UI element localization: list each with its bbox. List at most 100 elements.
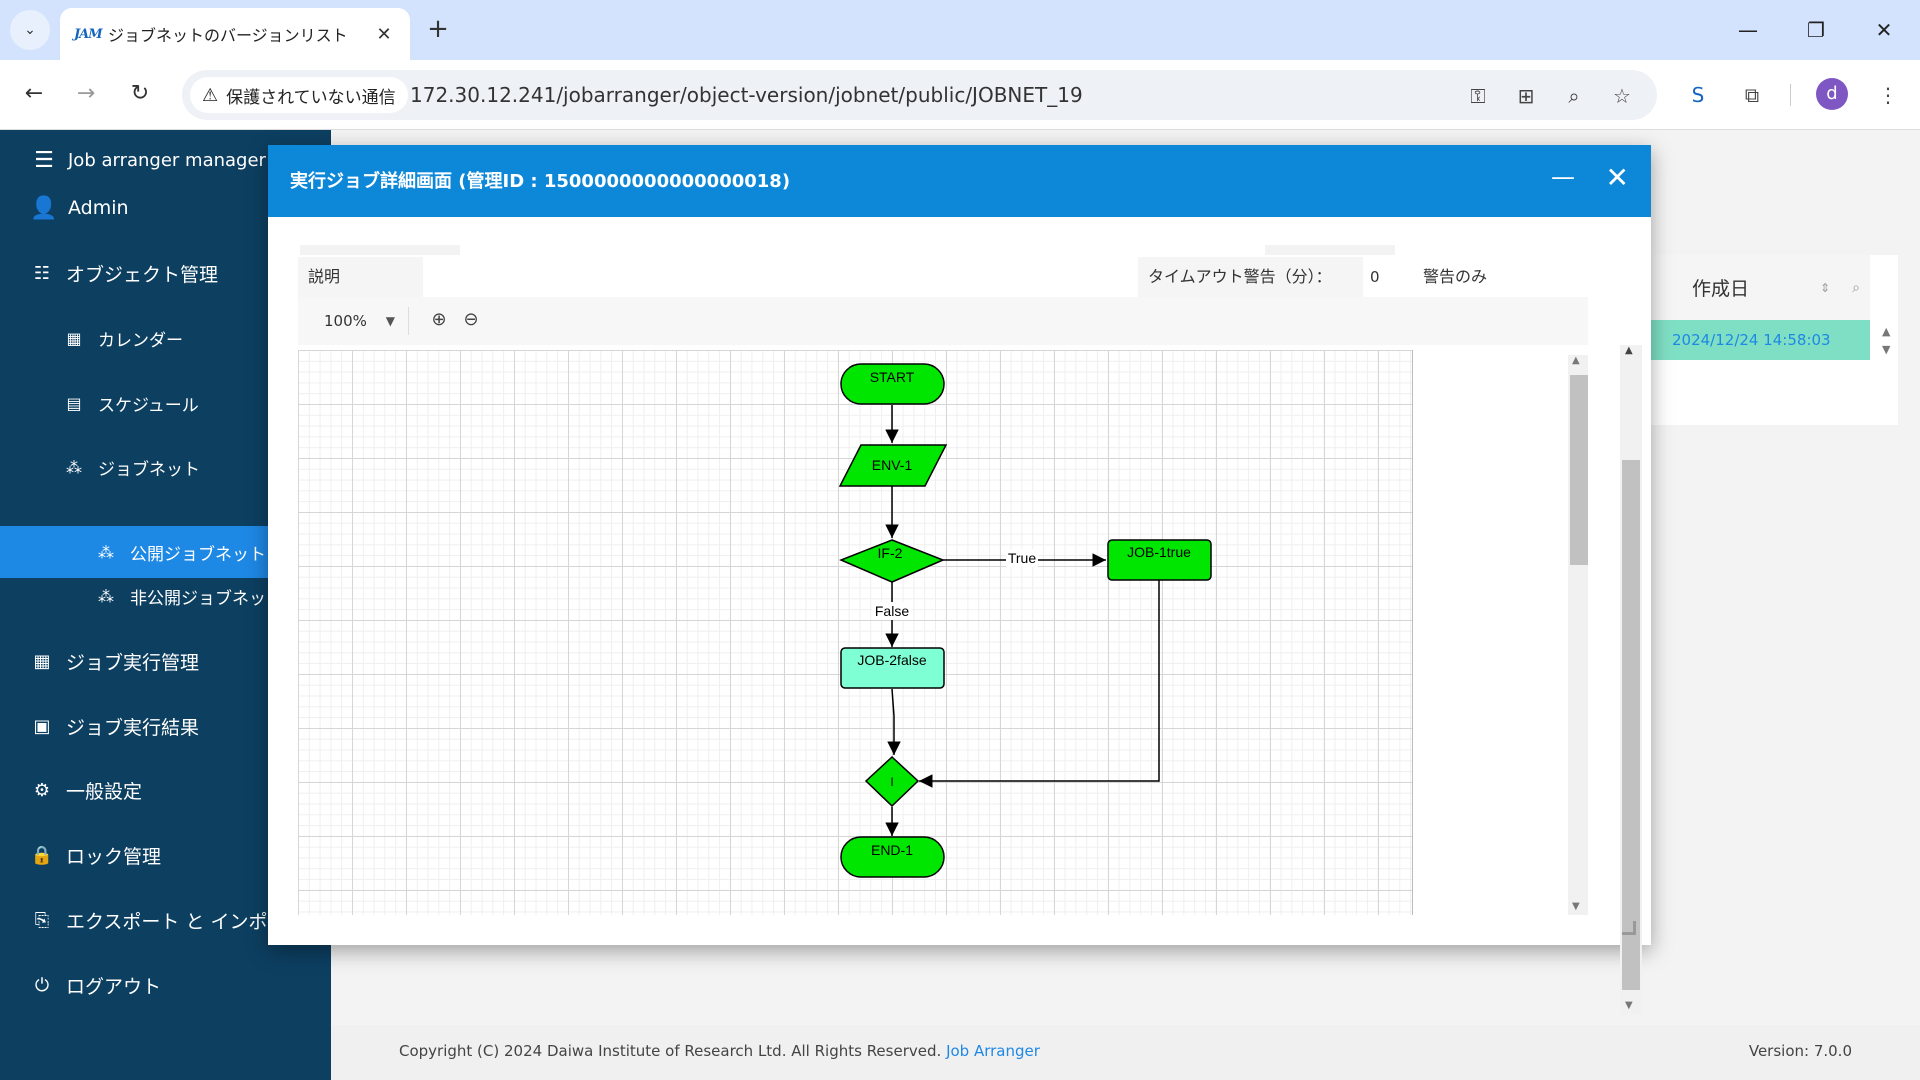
sidebar-item-label: ジョブ実行結果 xyxy=(66,716,200,739)
filter-search-icon[interactable]: ⌕ xyxy=(1852,279,1860,296)
flow-canvas[interactable]: True False START ENV-1 IF-2 xyxy=(298,350,1413,915)
dialog-header[interactable]: 実行ジョブ詳細画面 (管理ID : 1500000000000000018) —… xyxy=(268,145,1651,217)
extension-s-icon[interactable]: S xyxy=(1691,83,1705,107)
sidebar-item-private-jobnet[interactable]: ⁂ 非公開ジョブネット xyxy=(0,566,331,626)
jam-favicon-icon: JAM xyxy=(74,26,103,42)
dialog-scrollbar[interactable]: ▲ ▼ xyxy=(1620,345,1642,1015)
column-header-label: 作成日 xyxy=(1692,278,1750,300)
sidebar-item-jobnet[interactable]: ⁂ ジョブネット xyxy=(0,437,331,497)
canvas-scrollbar[interactable]: ▲ ▼ xyxy=(1568,355,1588,915)
sidebar-item-export-import[interactable]: ⎘ エクスポート と インポート xyxy=(0,890,331,950)
user-name: Admin xyxy=(68,197,129,219)
tab-search-button[interactable]: ⌄ xyxy=(10,10,50,50)
flow-node-job2[interactable]: JOB-2false xyxy=(840,647,945,689)
sidebar-menu-toggle[interactable]: ☰ Job arranger manager xyxy=(0,130,331,190)
resize-handle-icon[interactable] xyxy=(1622,921,1636,935)
description-label: 説明 xyxy=(298,257,423,297)
flow-node-end[interactable]: END-1 xyxy=(840,836,945,878)
back-arrow-icon[interactable]: ← xyxy=(24,81,44,106)
more-menu-icon[interactable]: ⋮ xyxy=(1878,83,1898,107)
url-text[interactable]: 172.30.12.241/jobarranger/object-version… xyxy=(410,83,1083,107)
tab-close-icon[interactable]: ✕ xyxy=(376,23,392,45)
sidebar-item-calendar[interactable]: ▦ カレンダー xyxy=(0,308,331,368)
bookmark-star-icon[interactable]: ☆ xyxy=(1613,84,1631,108)
scrollbar-thumb[interactable] xyxy=(1570,375,1588,565)
node-label: START xyxy=(870,369,915,385)
sidebar-user[interactable]: 👤 Admin xyxy=(0,178,331,238)
job-arranger-link[interactable]: Job Arranger xyxy=(946,1042,1040,1060)
password-key-icon[interactable]: ⚿ xyxy=(1470,84,1486,108)
toolbar-divider xyxy=(408,307,409,335)
zoom-out-icon[interactable]: ⊖ xyxy=(463,309,479,330)
scroll-down-icon[interactable]: ▼ xyxy=(1625,1000,1633,1011)
close-icon[interactable]: ✕ xyxy=(1605,161,1629,194)
sidebar-item-logout[interactable]: ⏻ ログアウト xyxy=(0,955,331,1015)
list-icon: ☷ xyxy=(33,262,51,284)
address-bar[interactable]: ⚠ 保護されていない通信 172.30.12.241/jobarranger/o… xyxy=(182,70,1657,120)
restore-window-icon[interactable]: ❐ xyxy=(1807,18,1825,42)
chevron-down-icon: ⌄ xyxy=(24,22,36,38)
flow-diagram: True False START ENV-1 IF-2 xyxy=(838,363,1212,878)
column-header-created-date[interactable]: 作成日 ⇕ ⌕ xyxy=(1650,255,1870,320)
calendar-icon: ▦ xyxy=(66,328,82,348)
table-row[interactable]: 2024/12/24 14:58:03 xyxy=(1650,320,1870,360)
hamburger-icon[interactable]: ☰ xyxy=(34,147,54,173)
zoom-value: 100% xyxy=(324,312,367,330)
sidebar-item-object-management[interactable]: ☷ オブジェクト管理 xyxy=(0,243,331,303)
chart-icon: ▣ xyxy=(33,715,51,737)
scroll-down-icon[interactable]: ▼ xyxy=(1572,901,1580,912)
lock-icon: 🔒 xyxy=(30,844,54,866)
scroll-down-icon[interactable]: ▼ xyxy=(1882,343,1891,356)
zoom-select[interactable]: 100% ▼ xyxy=(308,305,403,337)
security-indicator[interactable]: ⚠ 保護されていない通信 xyxy=(190,77,408,113)
edge-label-false: False xyxy=(875,603,909,619)
footer: Copyright (C) 2024 Daiwa Institute of Re… xyxy=(331,1025,1920,1080)
timeout-warning-label: タイムアウト警告（分）： xyxy=(1138,257,1363,297)
extensions-puzzle-icon[interactable]: ⧉ xyxy=(1744,83,1760,107)
minimize-window-icon[interactable]: — xyxy=(1738,18,1758,42)
zoom-in-icon[interactable]: ⊕ xyxy=(431,309,447,330)
copyright-label: Copyright (C) 2024 Daiwa Institute of Re… xyxy=(399,1042,942,1060)
scroll-up-icon[interactable]: ▲ xyxy=(1882,325,1891,338)
job-detail-dialog: 実行ジョブ詳細画面 (管理ID : 1500000000000000018) —… xyxy=(268,145,1651,1015)
new-tab-button[interactable]: + xyxy=(427,14,449,44)
jobnet-info-row: 説明 タイムアウト警告（分）： 0 警告のみ xyxy=(298,257,1588,297)
security-label: 保護されていない通信 xyxy=(226,87,396,108)
sidebar-item-label: オブジェクト管理 xyxy=(66,263,219,286)
timeout-warning-value: 0 xyxy=(1370,268,1380,286)
profile-avatar[interactable]: d xyxy=(1816,78,1848,110)
caret-down-icon: ▼ xyxy=(385,314,395,328)
sidebar-item-schedule[interactable]: ▤ スケジュール xyxy=(0,373,331,433)
close-window-icon[interactable]: ✕ xyxy=(1875,18,1893,42)
flow-node-start[interactable]: START xyxy=(840,363,945,405)
sidebar-item-general-settings[interactable]: ⚙ 一般設定 xyxy=(0,760,331,820)
flow-edge xyxy=(919,580,1160,788)
zoom-icon[interactable]: ⌕ xyxy=(1568,84,1580,108)
sidebar-item-lock-management[interactable]: 🔒 ロック管理 xyxy=(0,825,331,885)
sidebar-item-job-execution-management[interactable]: ▦ ジョブ実行管理 xyxy=(0,631,331,691)
forward-arrow-icon[interactable]: → xyxy=(76,81,96,106)
browser-tab[interactable]: JAM ジョブネットのバージョンリスト ✕ xyxy=(60,8,410,60)
gear-icon: ⚙ xyxy=(33,779,51,801)
sidebar-item-job-execution-result[interactable]: ▣ ジョブ実行結果 xyxy=(0,696,331,756)
scroll-up-icon[interactable]: ▲ xyxy=(1625,345,1633,356)
sidebar-item-label: 一般設定 xyxy=(66,780,143,803)
sidebar-item-label: ログアウト xyxy=(66,975,162,998)
created-date-cell: 2024/12/24 14:58:03 xyxy=(1672,331,1831,349)
scrollbar-thumb[interactable] xyxy=(1622,460,1640,990)
tab-stub xyxy=(300,245,460,255)
minimize-icon[interactable]: — xyxy=(1551,163,1575,191)
logout-icon: ⏻ xyxy=(34,974,50,996)
flow-node-merge[interactable]: I xyxy=(864,755,920,808)
sidebar-item-label: カレンダー xyxy=(98,330,183,351)
flow-node-env[interactable]: ENV-1 xyxy=(838,444,948,487)
node-label: ENV-1 xyxy=(872,457,913,473)
sort-icon[interactable]: ⇕ xyxy=(1819,280,1830,295)
scroll-up-icon[interactable]: ▲ xyxy=(1572,355,1580,366)
reload-icon[interactable]: ↻ xyxy=(130,81,150,106)
flow-node-if[interactable]: IF-2 xyxy=(839,539,945,583)
translate-icon[interactable]: ⊞ xyxy=(1517,84,1535,108)
flow-node-job1[interactable]: JOB-1true xyxy=(1107,539,1212,581)
version-table: 作成日 ⇕ ⌕ 2024/12/24 14:58:03 ▲ ▼ xyxy=(1650,255,1898,425)
tab-title: ジョブネットのバージョンリスト xyxy=(108,26,348,45)
